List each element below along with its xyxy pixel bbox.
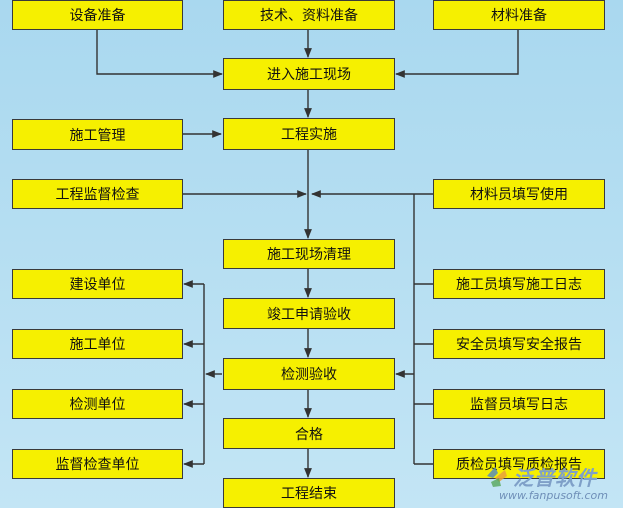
node-project-end: 工程结束 bbox=[223, 478, 395, 508]
node-material-prep: 材料准备 bbox=[433, 0, 605, 30]
node-quality-report: 质检员填写质检报告 bbox=[433, 449, 605, 479]
node-tech-prep: 技术、资料准备 bbox=[223, 0, 395, 30]
node-constructor-log: 施工员填写施工日志 bbox=[433, 269, 605, 299]
node-construction-mgmt: 施工管理 bbox=[12, 119, 183, 150]
node-build-unit: 建设单位 bbox=[12, 269, 183, 299]
node-supervising-unit: 监督检查单位 bbox=[12, 449, 183, 479]
node-testing-unit: 检测单位 bbox=[12, 389, 183, 419]
edge-equip-to-site bbox=[96, 30, 223, 78]
node-enter-site: 进入施工现场 bbox=[223, 58, 395, 90]
node-completion-request: 竣工申请验收 bbox=[223, 298, 395, 329]
node-equipment-prep: 设备准备 bbox=[12, 0, 183, 30]
node-safety-report: 安全员填写安全报告 bbox=[433, 329, 605, 359]
node-constructor-unit: 施工单位 bbox=[12, 329, 183, 359]
watermark-brand: 泛普软件 bbox=[513, 466, 597, 490]
node-implementation: 工程实施 bbox=[223, 118, 395, 150]
node-material-staff: 材料员填写使用 bbox=[433, 179, 605, 209]
watermark-url: www.fanpusoft.com bbox=[499, 489, 608, 502]
node-supervisor-log: 监督员填写日志 bbox=[433, 389, 605, 419]
node-supervision-check: 工程监督检查 bbox=[12, 179, 183, 209]
node-qualified: 合格 bbox=[223, 418, 395, 449]
edge-material-to-site bbox=[395, 30, 519, 78]
node-inspection: 检测验收 bbox=[223, 358, 395, 390]
watermark: 泛普软件 www.fanpusoft.com bbox=[485, 462, 615, 506]
node-site-cleanup: 施工现场清理 bbox=[223, 239, 395, 269]
brand-logo-icon bbox=[487, 467, 507, 487]
